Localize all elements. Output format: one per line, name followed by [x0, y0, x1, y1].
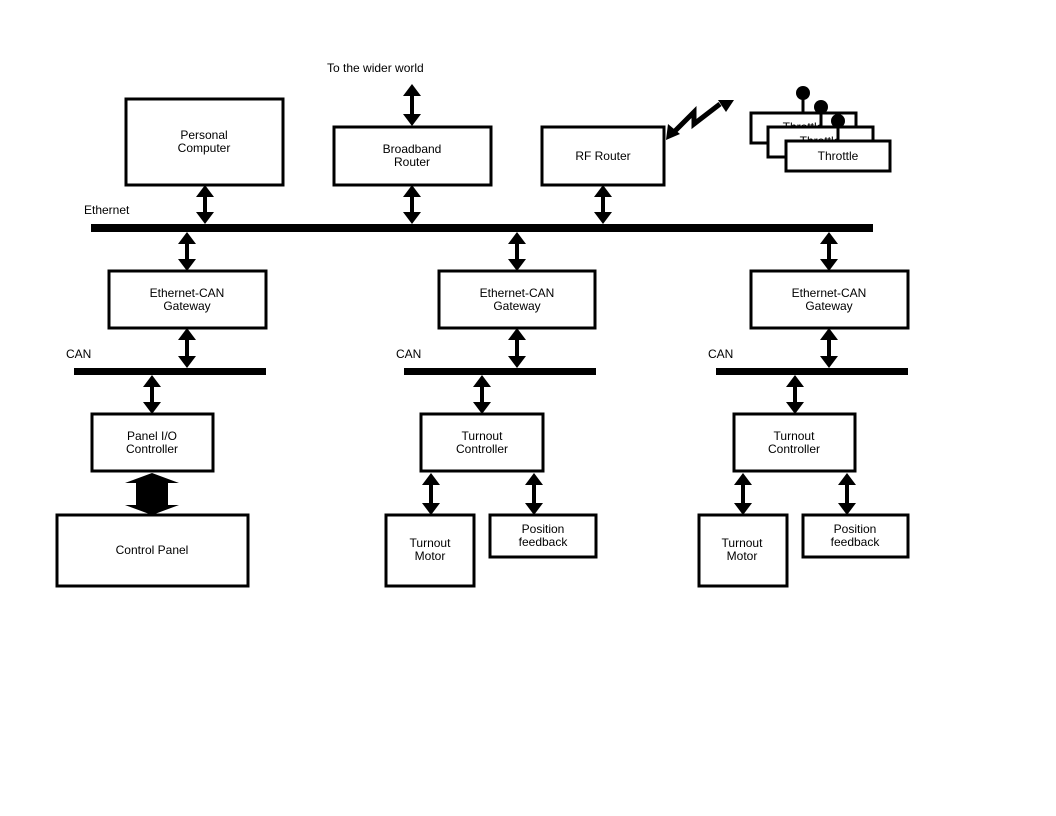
- world-link-arrow: [403, 84, 421, 126]
- throttle-label-3: Throttle: [818, 149, 859, 163]
- broadband-router: Broadband Router: [332, 125, 493, 187]
- can-label-3: CAN: [708, 347, 733, 361]
- motor2-link-arrow: [734, 473, 752, 515]
- motor1-label-line-1: Turnout: [410, 536, 452, 550]
- gw3-label-line-2: Gateway: [805, 299, 852, 313]
- panel-io-label-line-2: Controller: [126, 442, 178, 456]
- control-panel-label: Control Panel: [116, 543, 189, 557]
- turnout2-can-arrow: [786, 375, 804, 414]
- gw1-label-line-2: Gateway: [163, 299, 210, 313]
- motor1-link-arrow: [422, 473, 440, 515]
- can-label-1: CAN: [66, 347, 91, 361]
- control-panel: Control Panel: [55, 513, 250, 588]
- throttle-stack: Throttle Throttle Throttle: [749, 86, 892, 173]
- gw3-label-line-1: Ethernet-CAN: [792, 286, 867, 300]
- rf-router-label: RF Router: [575, 149, 630, 163]
- rf-ethernet-arrow: [594, 185, 612, 224]
- ethernet-can-gateway-1: Ethernet-CAN Gateway: [107, 269, 268, 330]
- broadband-label-line-2: Router: [394, 155, 430, 169]
- gw3-ethernet-arrow: [820, 232, 838, 271]
- connector-arrows: [125, 84, 856, 515]
- turnout-motor-2: Turnout Motor: [697, 513, 789, 588]
- can-bus-3: [716, 368, 908, 375]
- ethernet-label: Ethernet: [84, 203, 130, 217]
- feedback1-label-line-1: Position: [522, 522, 565, 536]
- ethernet-bus: [91, 224, 873, 232]
- turnout-ctrl2-label-line-2: Controller: [768, 442, 820, 456]
- gw1-ethernet-arrow: [178, 232, 196, 271]
- rf-router: RF Router: [540, 125, 666, 187]
- turnout-ctrl1-label-line-2: Controller: [456, 442, 508, 456]
- throttle-knob-icon: [796, 86, 810, 100]
- throttle-knob-icon: [831, 114, 845, 128]
- broadband-ethernet-arrow: [403, 185, 421, 224]
- panel-link-arrow: [125, 473, 179, 515]
- gw3-can-arrow: [820, 328, 838, 368]
- can-bus-2: [404, 368, 596, 375]
- throttle-3: Throttle: [784, 114, 892, 173]
- pc-ethernet-arrow: [196, 185, 214, 224]
- can-bus-1: [74, 368, 266, 375]
- motor2-label-line-2: Motor: [727, 549, 758, 563]
- wireless-link-icon: [666, 100, 734, 140]
- broadband-label-line-1: Broadband: [383, 142, 442, 156]
- panel-io-label-line-1: Panel I/O: [127, 429, 177, 443]
- turnout-ctrl2-label-line-1: Turnout: [774, 429, 816, 443]
- turnout1-can-arrow: [473, 375, 491, 414]
- turnout-ctrl1-label-line-1: Turnout: [462, 429, 504, 443]
- gw1-label-line-1: Ethernet-CAN: [150, 286, 225, 300]
- turnout-motor-1: Turnout Motor: [384, 513, 476, 588]
- turnout-controller-1: Turnout Controller: [419, 412, 545, 473]
- throttle-knob-icon: [814, 100, 828, 114]
- can-label-2: CAN: [396, 347, 421, 361]
- motor1-label-line-2: Motor: [415, 549, 446, 563]
- pc-label-line-1: Personal: [180, 128, 227, 142]
- ethernet-can-gateway-2: Ethernet-CAN Gateway: [437, 269, 597, 330]
- position-feedback-2: Position feedback: [801, 513, 910, 559]
- feedback1-link-arrow: [525, 473, 543, 515]
- feedback2-label-line-2: feedback: [831, 535, 881, 549]
- world-label: To the wider world: [327, 61, 424, 75]
- panel-io-can-arrow: [143, 375, 161, 414]
- feedback1-label-line-2: feedback: [519, 535, 569, 549]
- position-feedback-1: Position feedback: [488, 513, 598, 559]
- motor2-label-line-1: Turnout: [722, 536, 764, 550]
- gw2-label-line-2: Gateway: [493, 299, 540, 313]
- gw2-ethernet-arrow: [508, 232, 526, 271]
- pc-label-line-2: Computer: [178, 141, 231, 155]
- turnout-controller-2: Turnout Controller: [732, 412, 857, 473]
- feedback2-link-arrow: [838, 473, 856, 515]
- gw2-label-line-1: Ethernet-CAN: [480, 286, 555, 300]
- personal-computer: Personal Computer: [124, 97, 285, 187]
- ethernet-can-gateway-3: Ethernet-CAN Gateway: [749, 269, 910, 330]
- gw2-can-arrow: [508, 328, 526, 368]
- panel-io-controller: Panel I/O Controller: [90, 412, 215, 473]
- gw1-can-arrow: [178, 328, 196, 368]
- feedback2-label-line-1: Position: [834, 522, 877, 536]
